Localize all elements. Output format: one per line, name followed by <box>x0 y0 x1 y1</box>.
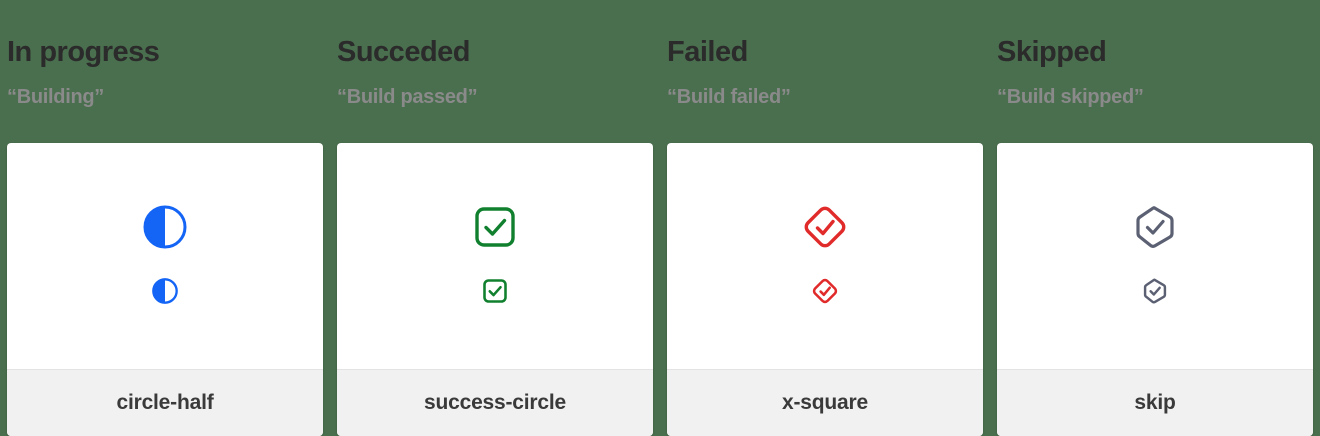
icon-card-circle-half[interactable]: circle-half <box>7 143 323 436</box>
success-circle-icon-small <box>481 277 509 305</box>
icon-card-body <box>667 143 983 369</box>
column-title: Succeded <box>337 36 471 68</box>
column-subtitle: “Building” <box>7 86 104 108</box>
column-subtitle: “Build skipped” <box>997 86 1144 108</box>
icon-card-footer: skip <box>997 369 1313 436</box>
column-title: Skipped <box>997 36 1107 68</box>
status-column-failed: Failed “Build failed” <box>660 0 990 436</box>
icon-card-footer: circle-half <box>7 369 323 436</box>
icon-name-label: success-circle <box>424 391 566 414</box>
icon-name-label: skip <box>1134 391 1176 414</box>
icon-card-body <box>7 143 323 369</box>
column-title: Failed <box>667 36 748 68</box>
status-column-skipped: Skipped “Build skipped” <box>990 0 1320 436</box>
skip-icon-small <box>1141 277 1169 305</box>
status-column-succeded: Succeded “Build passed” <box>330 0 660 436</box>
column-subtitle: “Build failed” <box>667 86 791 108</box>
column-subtitle: “Build passed” <box>337 86 478 108</box>
icon-name-label: x-square <box>782 391 868 414</box>
icon-card-success-circle[interactable]: success-circle <box>337 143 653 436</box>
skip-icon <box>1131 203 1179 251</box>
icon-card-footer: x-square <box>667 369 983 436</box>
column-header-in-progress: In progress “Building” <box>7 0 323 108</box>
circle-half-icon-small <box>151 277 179 305</box>
column-header-skipped: Skipped “Build skipped” <box>997 0 1313 108</box>
icon-card-body <box>997 143 1313 369</box>
column-title: In progress <box>7 36 160 68</box>
status-column-in-progress: In progress “Building” <box>0 0 330 436</box>
icon-card-x-square[interactable]: x-square <box>667 143 983 436</box>
icon-card-body <box>337 143 653 369</box>
icon-name-label: circle-half <box>116 391 214 414</box>
icon-card-skip[interactable]: skip <box>997 143 1313 436</box>
column-header-failed: Failed “Build failed” <box>667 0 983 108</box>
column-header-succeded: Succeded “Build passed” <box>337 0 653 108</box>
success-circle-icon <box>471 203 519 251</box>
x-square-icon-small <box>811 277 839 305</box>
x-square-icon <box>801 203 849 251</box>
circle-half-icon <box>141 203 189 251</box>
icon-card-footer: success-circle <box>337 369 653 436</box>
